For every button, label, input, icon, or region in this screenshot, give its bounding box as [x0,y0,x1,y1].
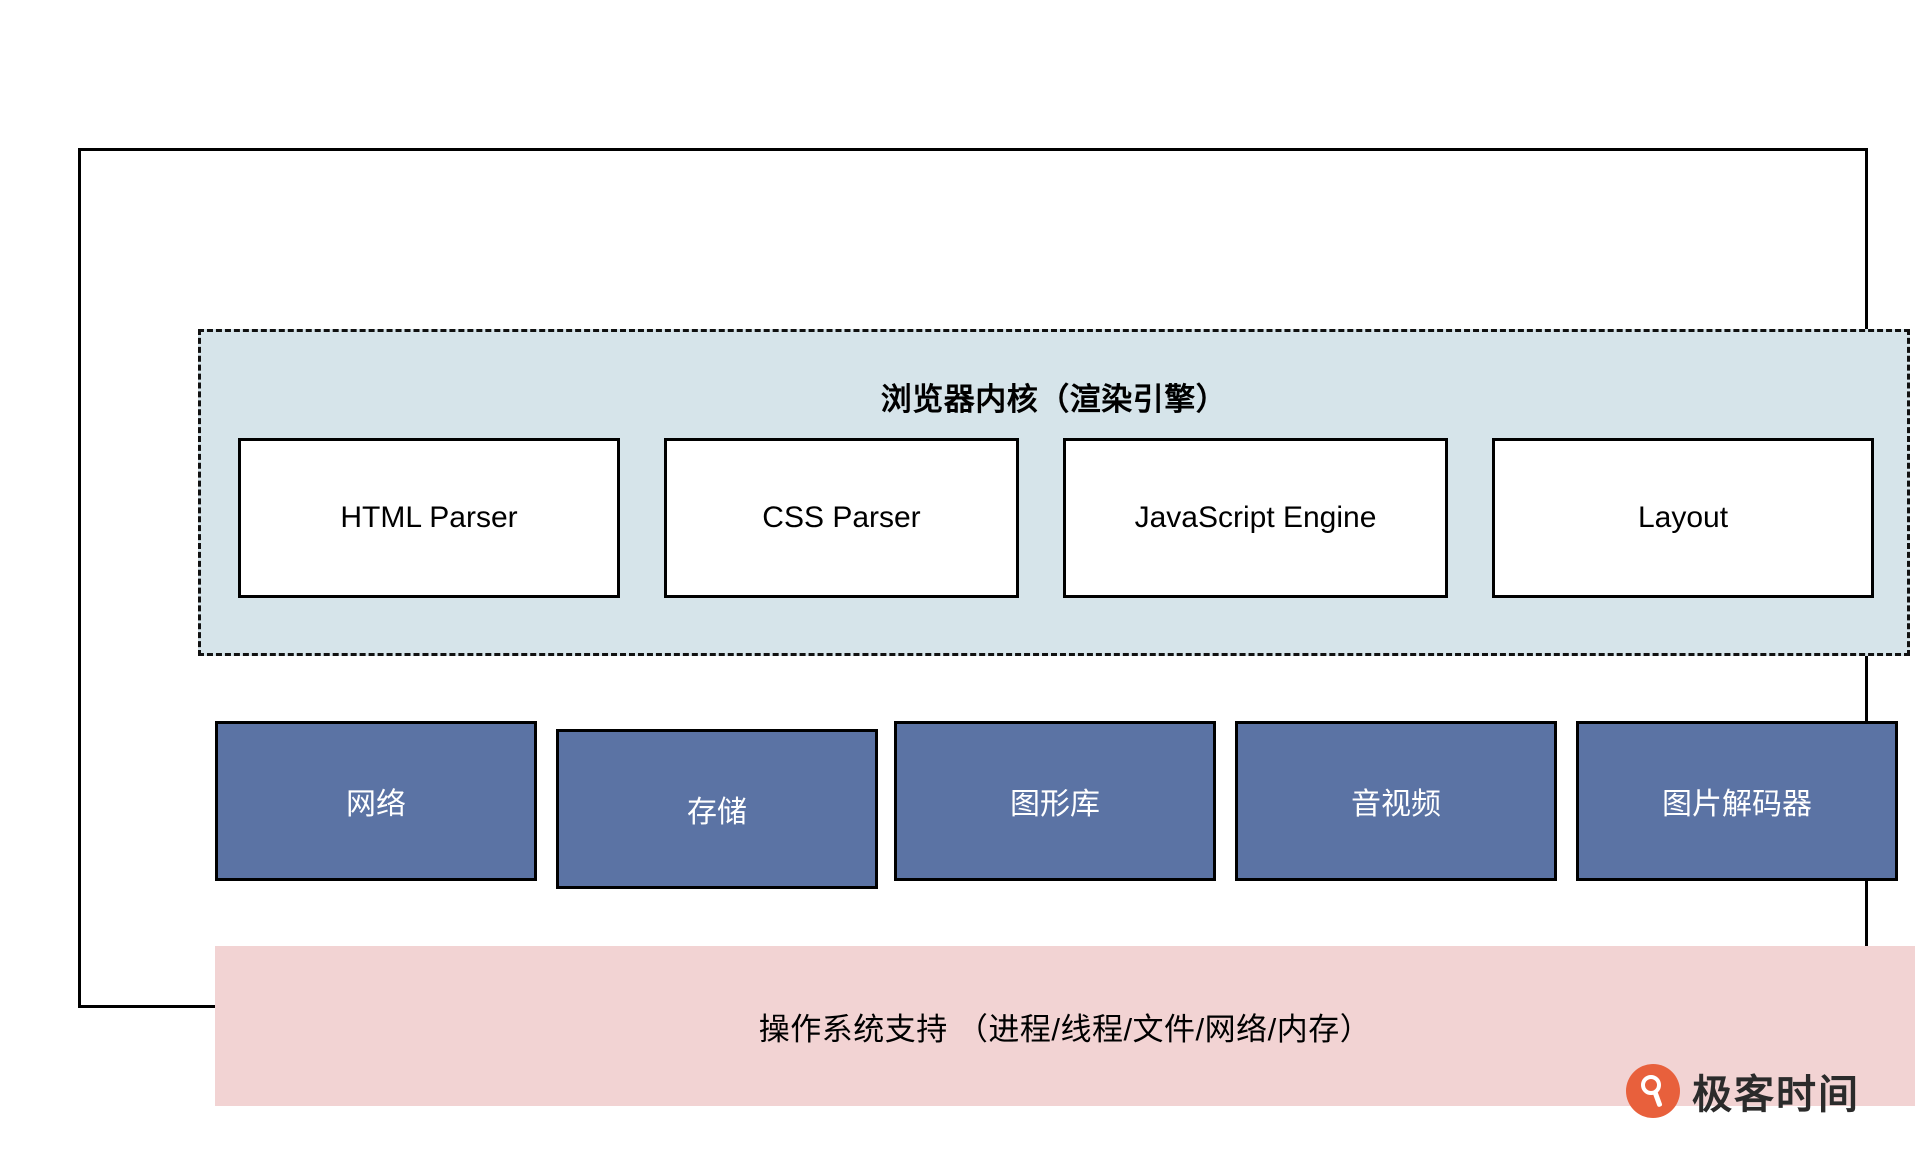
module-css-parser-label: CSS Parser [762,501,921,534]
os-support-bar: 操作系统支持 （进程/线程/文件/网络/内存） [215,946,1915,1106]
service-audio-video: 音视频 [1235,721,1557,881]
service-image-decoder-label: 图片解码器 [1662,788,1812,821]
module-javascript-engine-label: JavaScript Engine [1134,501,1377,534]
service-graphics-library: 图形库 [894,721,1216,881]
renderer-modules-row: HTML Parser CSS Parser JavaScript Engine… [238,438,1874,598]
service-network: 网络 [215,721,537,881]
module-html-parser: HTML Parser [238,438,620,598]
service-image-decoder: 图片解码器 [1576,721,1898,881]
service-audio-video-label: 音视频 [1351,788,1441,821]
module-layout: Layout [1492,438,1874,598]
service-graphics-library-label: 图形库 [1010,788,1100,821]
os-support-label: 操作系统支持 （进程/线程/文件/网络/内存） [758,1011,1372,1047]
geekbang-logo-icon [1626,1064,1680,1118]
platform-services-row: 网络 存储 图形库 音视频 图片解码器 [215,721,1915,889]
service-storage: 存储 [556,729,878,889]
module-html-parser-label: HTML Parser [340,501,518,534]
module-layout-label: Layout [1637,501,1729,534]
geekbang-logo-text: 极客时间 [1692,1073,1860,1117]
browser-kernel-title: 浏览器内核（渲染引擎） [880,382,1228,417]
diagram-outer-frame: 浏览器内核（渲染引擎） HTML Parser CSS Parser JavaS… [78,148,1915,1106]
service-storage-label: 存储 [687,796,747,829]
module-css-parser: CSS Parser [664,438,1019,598]
service-network-label: 网络 [346,788,406,821]
module-javascript-engine: JavaScript Engine [1063,438,1448,598]
browser-kernel-section: 浏览器内核（渲染引擎） HTML Parser CSS Parser JavaS… [198,329,1910,656]
geekbang-logo: 极客时间 [1626,1062,1860,1120]
